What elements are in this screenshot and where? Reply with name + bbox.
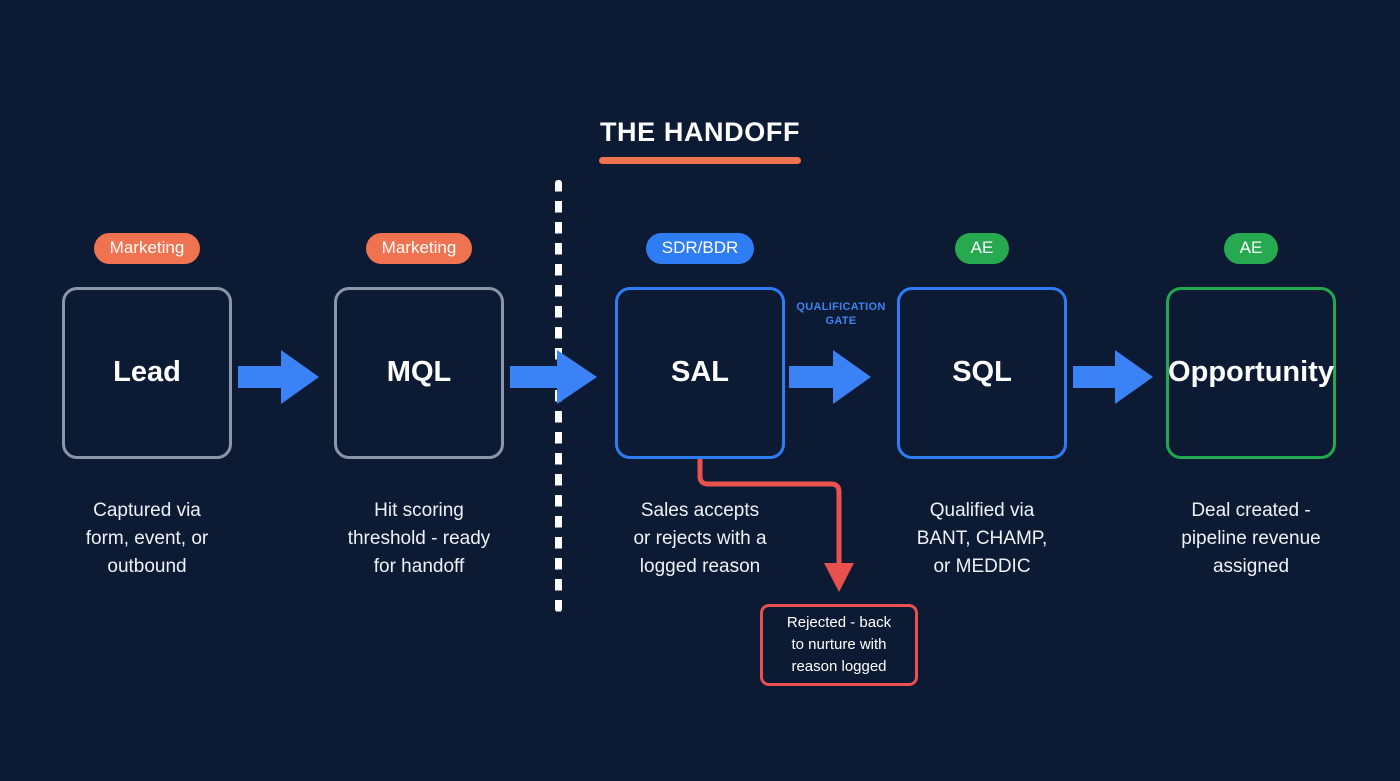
owner-badge-lead: Marketing bbox=[93, 233, 201, 265]
stage-caption-sal: Sales accepts or rejects with a logged r… bbox=[633, 500, 767, 577]
owner-badge-sql: AE bbox=[954, 233, 1010, 265]
badge-row-opportunity: AE bbox=[1136, 233, 1366, 265]
stage-box-mql[interactable]: MQL bbox=[334, 287, 504, 459]
badge-row-lead: Marketing bbox=[32, 233, 262, 265]
badge-row-sql: AE bbox=[867, 233, 1097, 265]
stage-caption-sql: Qualified via BANT, CHAMP, or MEDDIC bbox=[916, 500, 1048, 577]
title-underline-rule bbox=[599, 156, 801, 164]
reject-outcome-text: Rejected - back to nurture with reason l… bbox=[786, 614, 892, 675]
stage-box-sal[interactable]: SAL bbox=[615, 287, 785, 459]
page-title-block: THE HANDOFF bbox=[0, 117, 1400, 164]
badge-row-mql: Marketing bbox=[304, 233, 534, 265]
arrow-sal-to-sql bbox=[789, 350, 871, 404]
stage-label-sql: SQL bbox=[952, 356, 1012, 389]
handoff-divider bbox=[555, 180, 562, 612]
owner-badge-opportunity: AE bbox=[1223, 233, 1279, 265]
arrow-sql-to-opportunity bbox=[1073, 350, 1153, 404]
owner-badge-sal: SDR/BDR bbox=[645, 233, 755, 265]
reject-outcome-box[interactable]: Rejected - back to nurture with reason l… bbox=[760, 604, 918, 686]
stage-label-lead: Lead bbox=[113, 356, 181, 389]
stage-label-opportunity: Opportunity bbox=[1168, 356, 1334, 389]
stage-label-mql: MQL bbox=[386, 356, 452, 389]
stage-box-sql[interactable]: SQL bbox=[897, 287, 1067, 459]
page-title: THE HANDOFF bbox=[599, 117, 801, 147]
badge-row-sal: SDR/BDR bbox=[585, 233, 815, 265]
stage-caption-mql: Hit scoring threshold - ready for handof… bbox=[347, 500, 491, 577]
stage-box-lead[interactable]: Lead bbox=[62, 287, 232, 459]
stage-label-sal: SAL bbox=[671, 356, 729, 389]
owner-badge-mql: Marketing bbox=[365, 233, 473, 265]
arrow-mql-to-sal bbox=[510, 350, 597, 404]
stage-caption-lead: Captured via form, event, or outbound bbox=[85, 500, 209, 577]
qualification-gate-label: QUALIFICATION GATE bbox=[796, 301, 886, 327]
stage-box-opportunity[interactable]: Opportunity bbox=[1166, 287, 1336, 459]
arrow-lead-to-mql bbox=[238, 350, 319, 404]
stage-caption-opportunity: Deal created - pipeline revenue assigned bbox=[1181, 500, 1321, 577]
